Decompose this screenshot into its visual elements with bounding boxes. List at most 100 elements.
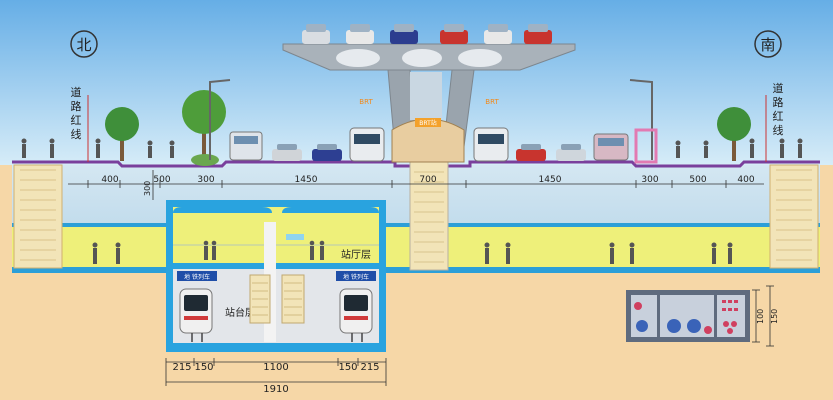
person-icon: [95, 138, 101, 158]
person-icon: [484, 242, 490, 264]
train-sign-left: 地 铁列车: [184, 273, 210, 281]
car-icon: [516, 144, 546, 161]
person-icon: [203, 240, 209, 260]
platform-stairs: [249, 274, 305, 324]
brt-station-sign: BRT站: [419, 119, 437, 127]
person-icon: [115, 242, 121, 264]
pipe-icon: [667, 319, 681, 333]
brt-station: [391, 118, 465, 163]
pipe-icon: [636, 320, 648, 332]
dim-label: 700: [419, 175, 436, 185]
car-icon: [312, 144, 342, 161]
bottom-dimension-line: [165, 358, 387, 386]
pipe-icon: [687, 319, 701, 333]
south-label: 南: [760, 36, 775, 54]
top-dimension-labels: 400 500 300 1450 700 1450 300 500 400: [101, 175, 754, 185]
brt-sign-right: BRT: [485, 98, 499, 106]
person-icon: [711, 242, 717, 264]
left-diaphragm-wall: [13, 164, 63, 269]
track-supports: [191, 333, 363, 342]
car-icon: [390, 24, 418, 44]
train-right: [339, 288, 373, 334]
pedestrians-station: [203, 240, 325, 260]
person-icon: [169, 140, 175, 158]
person-icon: [675, 140, 681, 158]
utility-tunnel-dimension-lines: [752, 285, 774, 347]
shrub-icon: [191, 154, 219, 166]
truck-icon: [229, 131, 263, 161]
dim-label: 1100: [263, 362, 288, 373]
north-marker: [70, 30, 98, 58]
dim-label: 500: [689, 175, 706, 185]
person-icon: [749, 138, 755, 158]
dim-label: 300: [641, 175, 658, 185]
dim-label: 400: [737, 175, 754, 185]
dim-label: 215: [172, 362, 191, 373]
car-icon: [440, 24, 468, 44]
svg-text:红: 红: [773, 110, 784, 123]
bus-icon: [473, 127, 509, 162]
pedestrians-surface: [21, 138, 803, 158]
bottom-dimension-labels: 215 150 1100 150 215: [172, 362, 379, 373]
train-sign-left-box: [177, 271, 217, 281]
person-icon: [505, 242, 511, 264]
person-icon: [21, 138, 27, 158]
pipe-icon: [704, 326, 712, 334]
person-icon: [147, 140, 153, 158]
person-icon: [629, 242, 635, 264]
lamp-icon: [209, 79, 231, 160]
person-icon: [779, 138, 785, 158]
person-icon: [797, 138, 803, 158]
south-marker: [754, 30, 782, 58]
street-lamps: [209, 79, 653, 160]
pipe-icon: [634, 302, 642, 310]
car-icon: [524, 24, 552, 44]
north-label: 北: [76, 36, 91, 54]
svg-text:线: 线: [773, 123, 784, 137]
dim-label: 1450: [295, 175, 318, 185]
car-icon: [484, 24, 512, 44]
top-dimension-line: [68, 180, 764, 188]
lamp-icon: [629, 79, 653, 160]
svg-text:路: 路: [71, 100, 82, 113]
bus-shelter: [634, 128, 658, 164]
dim-label: 500: [153, 175, 170, 185]
ground-vehicles: [229, 127, 629, 162]
dim-label: 300: [197, 175, 214, 185]
dim-label: 150: [194, 362, 213, 373]
train-sign-right: 地 铁列车: [343, 273, 369, 281]
truck-icon: [593, 133, 629, 161]
bus-icon: [349, 127, 385, 162]
car-icon: [556, 144, 586, 161]
right-diaphragm-wall: [769, 164, 819, 269]
tree-icon: [105, 107, 139, 161]
svg-text:路: 路: [773, 96, 784, 109]
svg-text:红: 红: [71, 114, 82, 127]
dim-label: 1450: [539, 175, 562, 185]
left-depth-dimension: 300: [143, 181, 152, 196]
person-icon: [703, 140, 709, 158]
trees: [105, 90, 751, 166]
svg-text:道: 道: [773, 81, 784, 95]
person-icon: [727, 242, 733, 264]
person-icon: [92, 242, 98, 264]
train-left: [179, 288, 213, 334]
red-line-right-text: 道 路 红 线: [773, 81, 784, 137]
car-icon: [302, 24, 330, 44]
person-icon: [211, 240, 217, 260]
tree-icon: [182, 90, 226, 161]
utility-tunnel-dim-100: 100: [756, 309, 765, 324]
tree-icon: [717, 107, 751, 161]
person-icon: [309, 240, 315, 260]
car-icon: [346, 24, 374, 44]
utility-tunnel: [626, 290, 750, 342]
red-line-left-text: 道 路 红 线: [71, 85, 82, 141]
person-icon: [49, 138, 55, 158]
train-sign-right-box: [336, 271, 376, 281]
person-icon: [319, 240, 325, 260]
svg-text:道: 道: [71, 85, 82, 99]
dim-label: 150: [338, 362, 357, 373]
svg-text:线: 线: [71, 127, 82, 141]
car-icon: [272, 144, 302, 161]
